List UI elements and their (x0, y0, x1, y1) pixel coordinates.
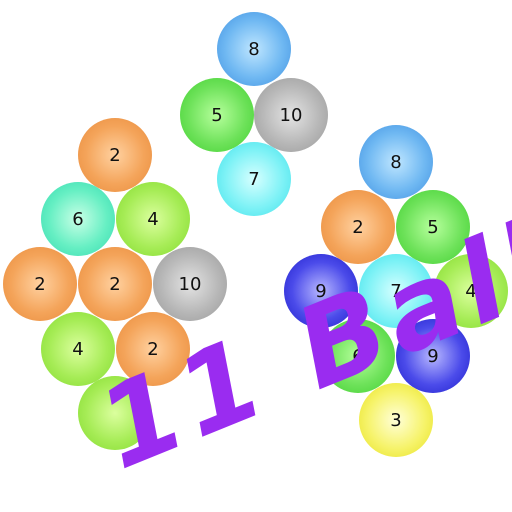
ball[interactable]: 6 (321, 319, 395, 393)
ball[interactable]: 5 (180, 78, 254, 152)
ball-label: 7 (248, 168, 260, 190)
ball-label: 2 (147, 338, 159, 360)
ball[interactable]: 4 (41, 312, 115, 386)
ball[interactable]: 8 (359, 125, 433, 199)
ball-label: 10 (178, 273, 202, 295)
ball[interactable]: 3 (359, 383, 433, 457)
ball[interactable]: 8 (217, 12, 291, 86)
ball-label: 6 (72, 208, 84, 230)
ball-label: 8 (390, 151, 402, 173)
ball-label: 10 (279, 104, 303, 126)
ball[interactable]: 9 (396, 319, 470, 393)
ball-label: 8 (248, 38, 260, 60)
ball[interactable]: 2 (3, 247, 77, 321)
ball-label: 4 (147, 208, 159, 230)
ball-label: 5 (427, 216, 439, 238)
ball[interactable]: 9 (284, 254, 358, 328)
ball[interactable]: 4 (116, 182, 190, 256)
ball[interactable]: 7 (359, 254, 433, 328)
ball[interactable]: 5 (396, 190, 470, 264)
ball[interactable]: 7 (217, 142, 291, 216)
ball[interactable]: 4 (434, 254, 508, 328)
ball-label: 2 (109, 144, 121, 166)
ball-label: 3 (390, 409, 402, 431)
ball[interactable]: 10 (153, 247, 227, 321)
ball-label: 7 (390, 280, 402, 302)
ball-label: 9 (315, 280, 327, 302)
ball-label: 2 (352, 216, 364, 238)
ball-label: 4 (72, 338, 84, 360)
ball-label: 6 (352, 345, 364, 367)
ball[interactable]: 2 (78, 118, 152, 192)
ball[interactable]: 2 (321, 190, 395, 264)
ball-label: 4 (465, 280, 477, 302)
ball[interactable]: 2 (78, 247, 152, 321)
ball[interactable]: 10 (254, 78, 328, 152)
ball[interactable]: 2 (116, 312, 190, 386)
ball[interactable]: 6 (41, 182, 115, 256)
ball[interactable] (78, 376, 152, 450)
ball-label: 2 (34, 273, 46, 295)
ball-label: 5 (211, 104, 223, 126)
ball-label: 2 (109, 273, 121, 295)
ball-label: 9 (427, 345, 439, 367)
